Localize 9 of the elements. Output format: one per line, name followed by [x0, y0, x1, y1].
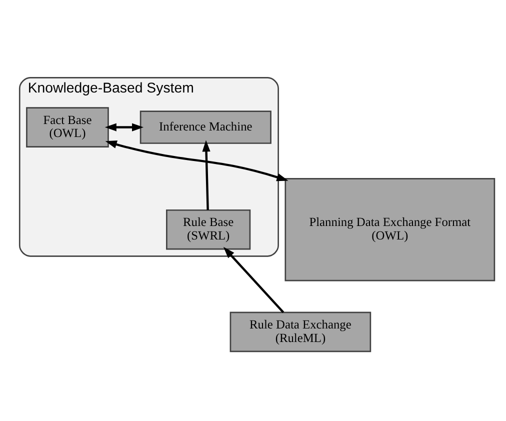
node-box: Rule Base (SWRL): [166, 208, 250, 250]
node-box: Inference Machine: [139, 110, 271, 144]
arrow: [104, 140, 288, 181]
node-box: Planning Data Exchange Format (OWL): [284, 178, 495, 281]
arrow: [222, 246, 284, 313]
node-box: Rule Data Exchange (RuleML): [229, 311, 371, 352]
node-box: Fact Base (OWL): [26, 106, 108, 147]
arrow: [104, 122, 144, 131]
arrow: [202, 140, 210, 210]
